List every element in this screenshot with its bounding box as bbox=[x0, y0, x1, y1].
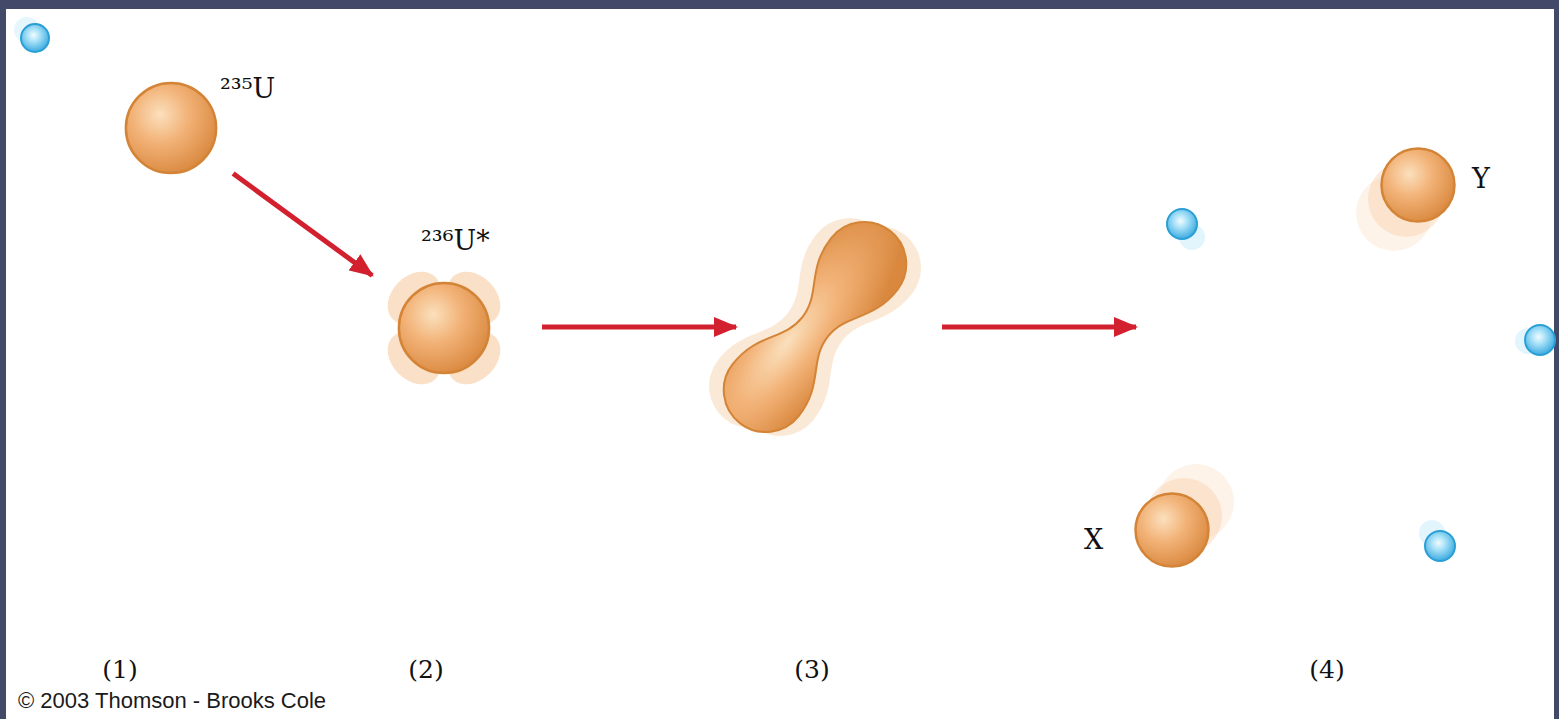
process-arrow bbox=[942, 325, 1136, 330]
stage-number: (2) bbox=[408, 655, 443, 685]
fission-fragment: Y bbox=[1380, 147, 1456, 223]
nucleus-label: ²³⁵U bbox=[220, 73, 275, 105]
nucleus-shape bbox=[1380, 147, 1456, 223]
stage-number: (4) bbox=[1309, 655, 1344, 685]
nucleus-shape bbox=[1134, 492, 1210, 568]
nucleus-circle bbox=[1382, 149, 1455, 222]
nucleus-circle bbox=[399, 283, 489, 373]
process-arrow bbox=[233, 174, 372, 276]
nucleus-shape bbox=[397, 281, 491, 375]
fission-fragment: X bbox=[1134, 492, 1210, 568]
nucleus-circle bbox=[1136, 494, 1209, 567]
stage-number: (3) bbox=[794, 655, 829, 685]
neutron bbox=[1515, 325, 1555, 355]
nucleus-label: Y bbox=[1472, 163, 1490, 195]
stage-number: (1) bbox=[102, 655, 137, 685]
nucleus-circle bbox=[126, 83, 216, 173]
nucleus-label: ²³⁶U* bbox=[421, 225, 490, 257]
excited-nucleus: ²³⁶U* bbox=[397, 281, 491, 375]
motion-trail bbox=[1146, 161, 1444, 554]
neutron bbox=[1167, 209, 1205, 250]
nucleus-label: X bbox=[1084, 524, 1103, 556]
frame-band bbox=[1554, 0, 1559, 719]
nucleus: ²³⁵U bbox=[124, 81, 218, 175]
neutron bbox=[1419, 520, 1455, 561]
frame-band bbox=[0, 0, 6, 719]
process-arrow bbox=[542, 325, 736, 330]
frame-band bbox=[0, 0, 1559, 9]
excitation-halo bbox=[377, 261, 511, 395]
neutron bbox=[14, 17, 49, 52]
deformed-nucleus bbox=[692, 192, 938, 463]
nucleus-shape bbox=[124, 81, 218, 175]
copyright-note: © 2003 Thomson - Brooks Cole bbox=[18, 688, 326, 714]
